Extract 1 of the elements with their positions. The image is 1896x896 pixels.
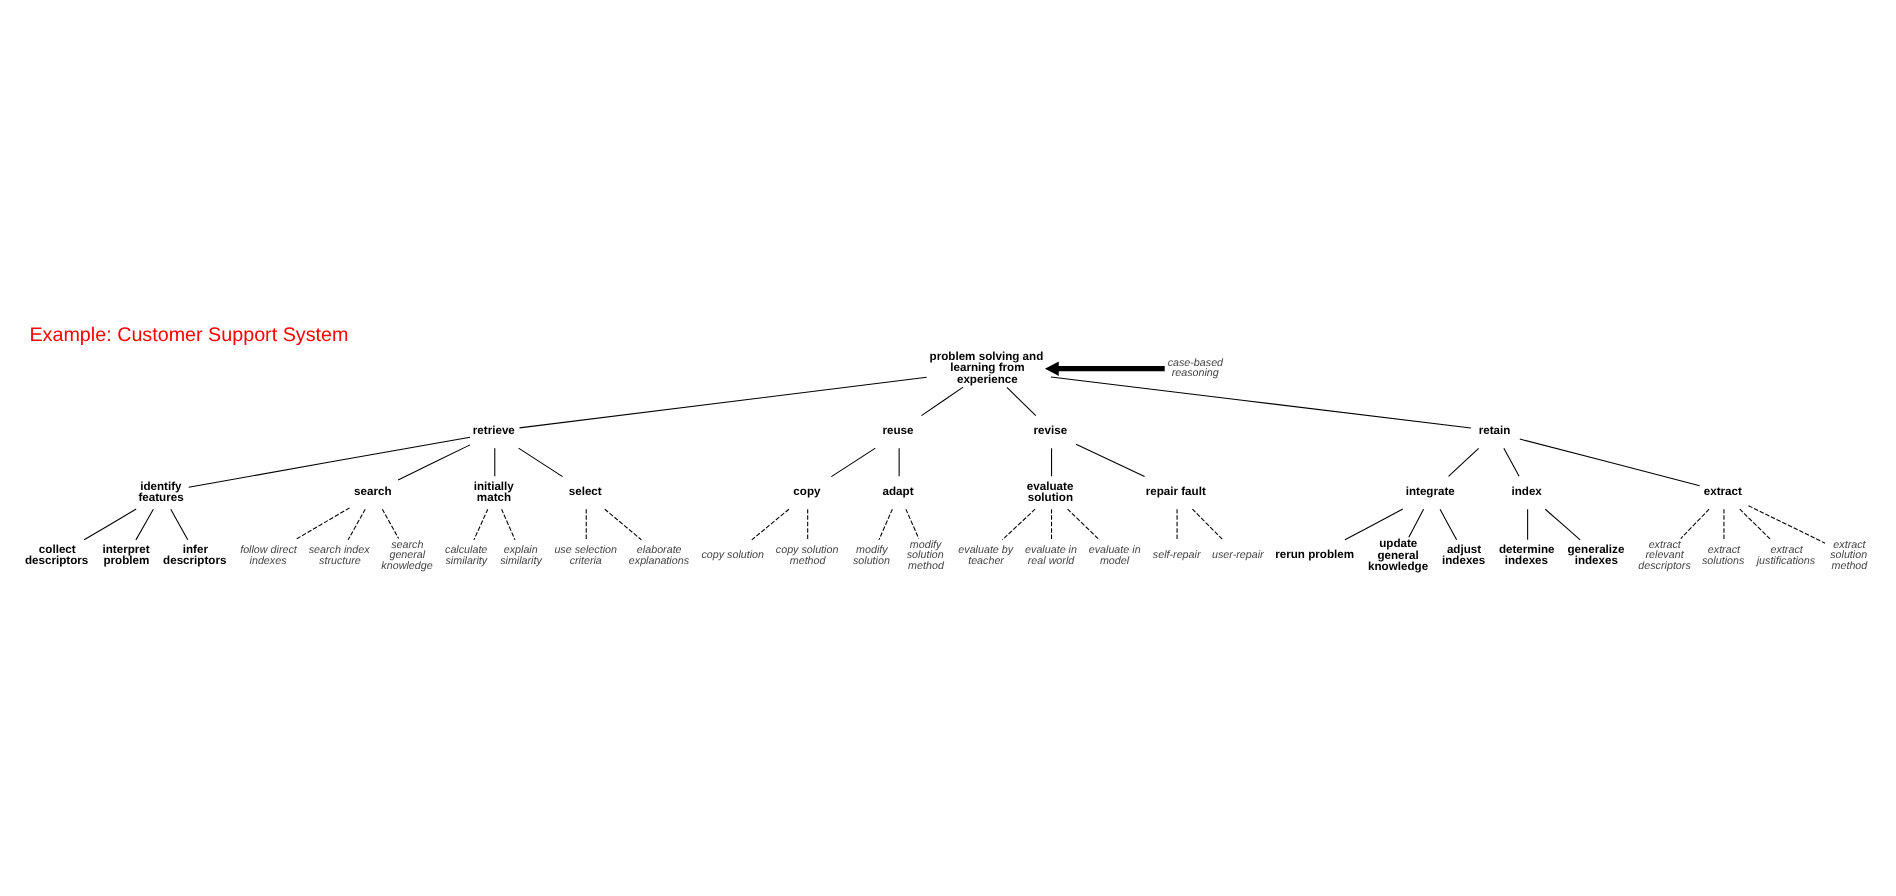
diagram-title: Example: Customer Support System (29, 324, 349, 347)
